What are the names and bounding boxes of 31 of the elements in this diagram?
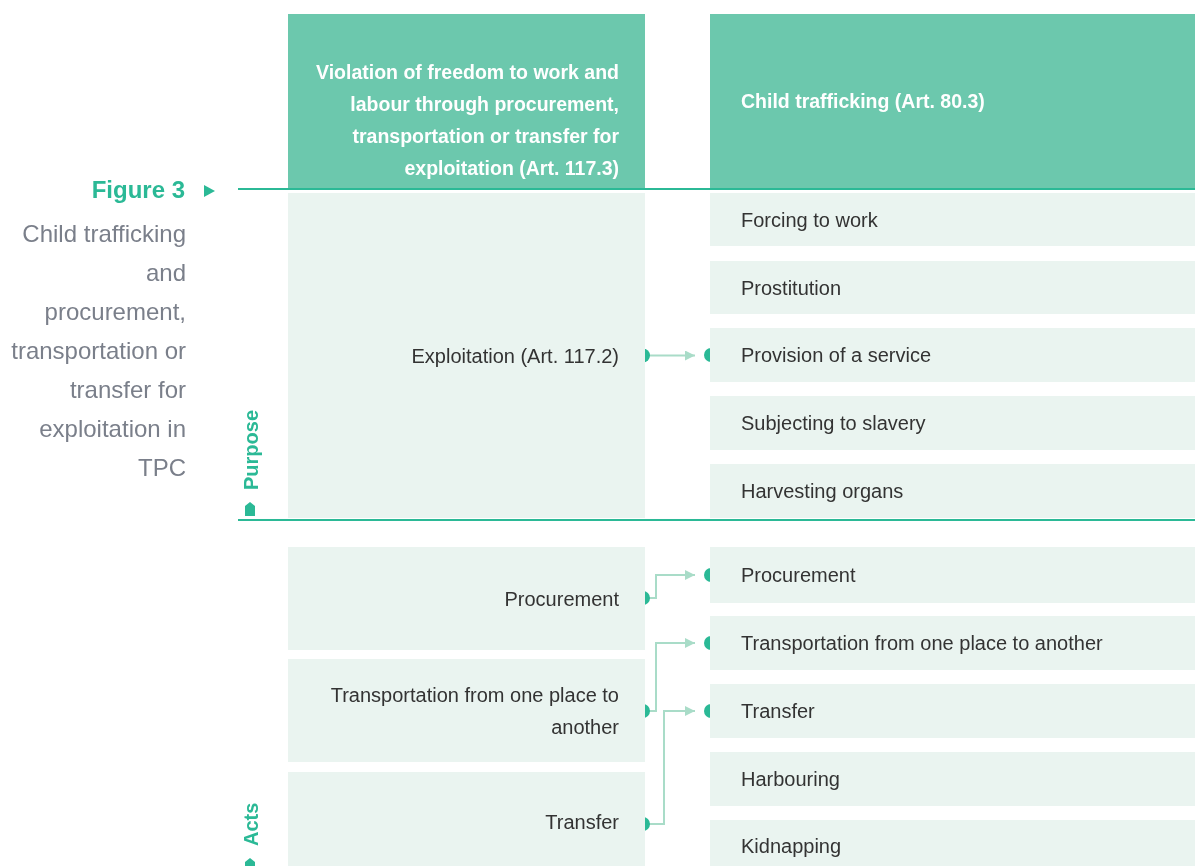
box-label: Subjecting to slavery: [741, 411, 926, 436]
category-box: [710, 328, 1195, 382]
box-label: Procurement: [741, 563, 856, 588]
category-box: [288, 772, 645, 866]
section-label: Purpose: [240, 409, 263, 490]
box-label: Prostitution: [741, 275, 842, 301]
box-label: Child trafficking (Art. 80.3): [741, 89, 985, 114]
box-label: Violation of freedom to work and labour through procurement, transportation or transfer for exploitation (Art. 117.3): [315, 60, 619, 181]
figure-title: Figure 3: [91, 176, 185, 204]
box-label: Harvesting organs: [741, 479, 904, 504]
category-box: [288, 193, 645, 518]
category-box: [288, 547, 645, 650]
category-box: [710, 684, 1195, 738]
box-label: Procurement: [504, 586, 619, 612]
box-label: Transportation from one place to another: [741, 631, 1103, 656]
box-label: Forcing to work: [741, 207, 878, 233]
section-label: Acts: [240, 802, 263, 846]
box-label: Provision of a service: [741, 343, 932, 368]
box-label: Transfer: [741, 699, 815, 724]
box-label: Transportation from one place to another: [329, 682, 619, 740]
category-box: [288, 659, 645, 762]
category-box: [710, 547, 1195, 603]
column-header-box: [288, 14, 645, 188]
box-label: Transfer: [545, 810, 619, 835]
figure-caption: Child trafficking and procurement, transportation or transfer for exploitation in TPC: [10, 219, 186, 483]
box-label: Exploitation (Art. 117.2): [411, 343, 619, 369]
box-label: Kidnapping: [741, 834, 842, 859]
category-box: [710, 464, 1195, 518]
box-label: Harbouring: [741, 767, 840, 792]
column-header-box: [710, 14, 1195, 188]
category-box: [710, 616, 1195, 670]
